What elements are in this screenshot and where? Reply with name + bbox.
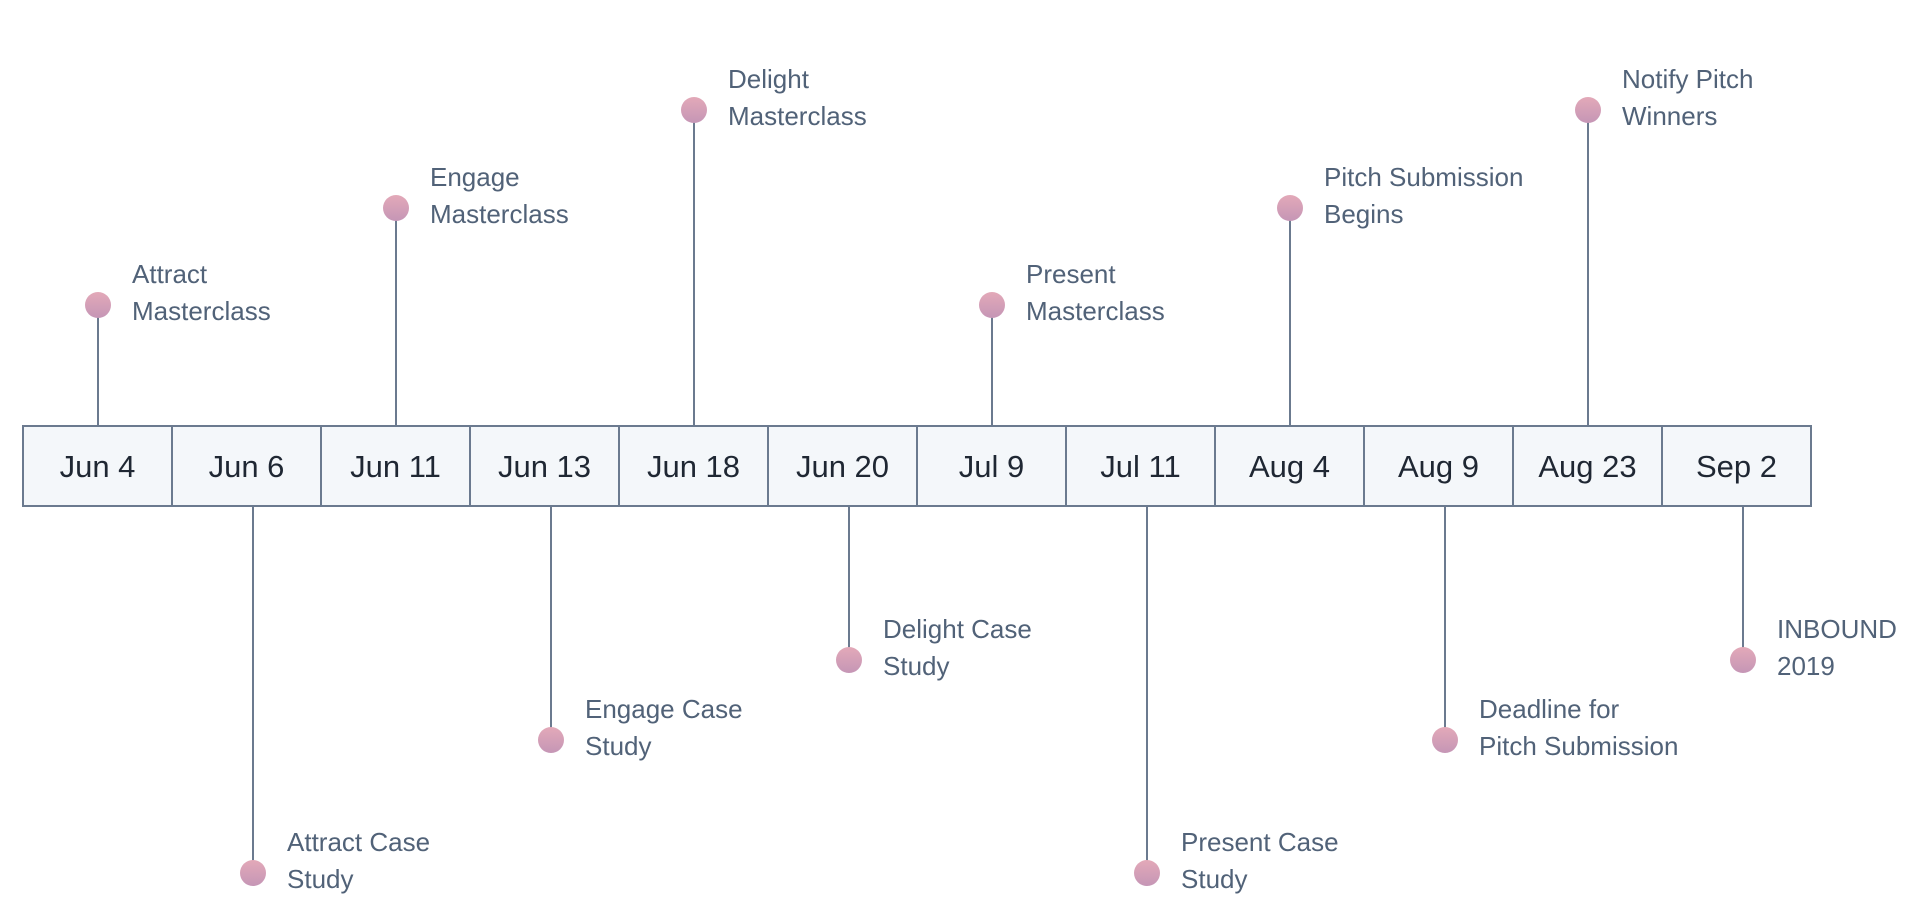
date-label: Aug 9 — [1398, 449, 1479, 484]
date-cell-jun-4: Jun 4 — [22, 425, 173, 507]
date-cell-jun-20: Jun 20 — [767, 425, 918, 507]
event-label-line: Delight Case — [883, 614, 1032, 644]
event-dot — [979, 292, 1005, 318]
date-cell-aug-9: Aug 9 — [1363, 425, 1514, 507]
event-label-line: Pitch Submission — [1324, 162, 1523, 192]
event-label-line: Study — [1181, 864, 1248, 894]
date-cell-sep-2: Sep 2 — [1661, 425, 1812, 507]
date-cell-jun-11: Jun 11 — [320, 425, 471, 507]
date-cell-jul-11: Jul 11 — [1065, 425, 1216, 507]
date-cell-box — [618, 425, 769, 507]
event-dot — [1575, 97, 1601, 123]
event-label-line: Pitch Submission — [1479, 731, 1678, 761]
date-label: Jul 9 — [959, 449, 1024, 484]
date-row: Jun 4 Jun 6 Jun 11 Jun 13 Jun 18 Jun 20 Jul 9 J… — [22, 425, 1812, 507]
event-label-line: Begins — [1324, 199, 1404, 229]
date-label: Aug 4 — [1249, 449, 1330, 484]
date-cell-box — [171, 425, 322, 507]
date-cell-jun-18: Jun 18 — [618, 425, 769, 507]
date-cell-box — [1214, 425, 1365, 507]
date-cell-box — [469, 425, 620, 507]
event-label-line: INBOUND — [1777, 614, 1897, 644]
date-cell-jun-6: Jun 6 — [171, 425, 322, 507]
event-label-line: Deadline for — [1479, 694, 1620, 724]
event-dot — [1134, 860, 1160, 886]
event-dot — [1277, 195, 1303, 221]
date-label: Aug 23 — [1538, 449, 1636, 484]
date-label: Jul 11 — [1100, 449, 1180, 484]
event-label-line: Present Case — [1181, 827, 1339, 857]
date-cell-box — [1363, 425, 1514, 507]
date-cell-jul-9: Jul 9 — [916, 425, 1067, 507]
date-label: Jun 11 — [350, 449, 441, 484]
event-label-line: Masterclass — [430, 199, 569, 229]
date-label: Jun 18 — [647, 449, 740, 484]
event-label-line: Masterclass — [728, 101, 867, 131]
event-label-line: Present — [1026, 259, 1116, 289]
connector-layer — [97, 110, 1744, 873]
event-label-line: Engage — [430, 162, 520, 192]
event-dot — [681, 97, 707, 123]
date-label: Jun 13 — [498, 449, 591, 484]
event-dot — [383, 195, 409, 221]
event-label-line: Winners — [1622, 101, 1717, 131]
event-label-line: Study — [585, 731, 652, 761]
date-label: Jun 20 — [796, 449, 889, 484]
date-label: Jun 4 — [60, 449, 136, 484]
event-label-line: Notify Pitch — [1622, 64, 1754, 94]
date-cell-box — [1512, 425, 1663, 507]
date-cell-box — [320, 425, 471, 507]
event-dot — [85, 292, 111, 318]
event-dot — [1432, 727, 1458, 753]
event-label-line: Delight — [728, 64, 810, 94]
event-label-line: 2019 — [1777, 651, 1835, 681]
date-cell-box — [916, 425, 1067, 507]
date-cell-aug-4: Aug 4 — [1214, 425, 1365, 507]
event-label-line: Engage Case — [585, 694, 743, 724]
event-inbound-2019: INBOUND 2019 — [1730, 614, 1897, 681]
date-cell-box — [22, 425, 173, 507]
event-dot — [240, 860, 266, 886]
date-label: Sep 2 — [1696, 449, 1777, 484]
event-label-line: Attract — [132, 259, 208, 289]
date-cell-jun-13: Jun 13 — [469, 425, 620, 507]
event-label-line: Masterclass — [1026, 296, 1165, 326]
date-label: Jun 6 — [209, 449, 285, 484]
event-label-line: Attract Case — [287, 827, 430, 857]
event-dot — [836, 647, 862, 673]
event-dot — [538, 727, 564, 753]
event-dot — [1730, 647, 1756, 673]
event-label-line: Study — [883, 651, 950, 681]
date-cell-box — [767, 425, 918, 507]
date-cell-box — [1661, 425, 1812, 507]
date-cell-aug-23: Aug 23 — [1512, 425, 1663, 507]
event-label-line: Study — [287, 864, 354, 894]
event-label-line: Masterclass — [132, 296, 271, 326]
